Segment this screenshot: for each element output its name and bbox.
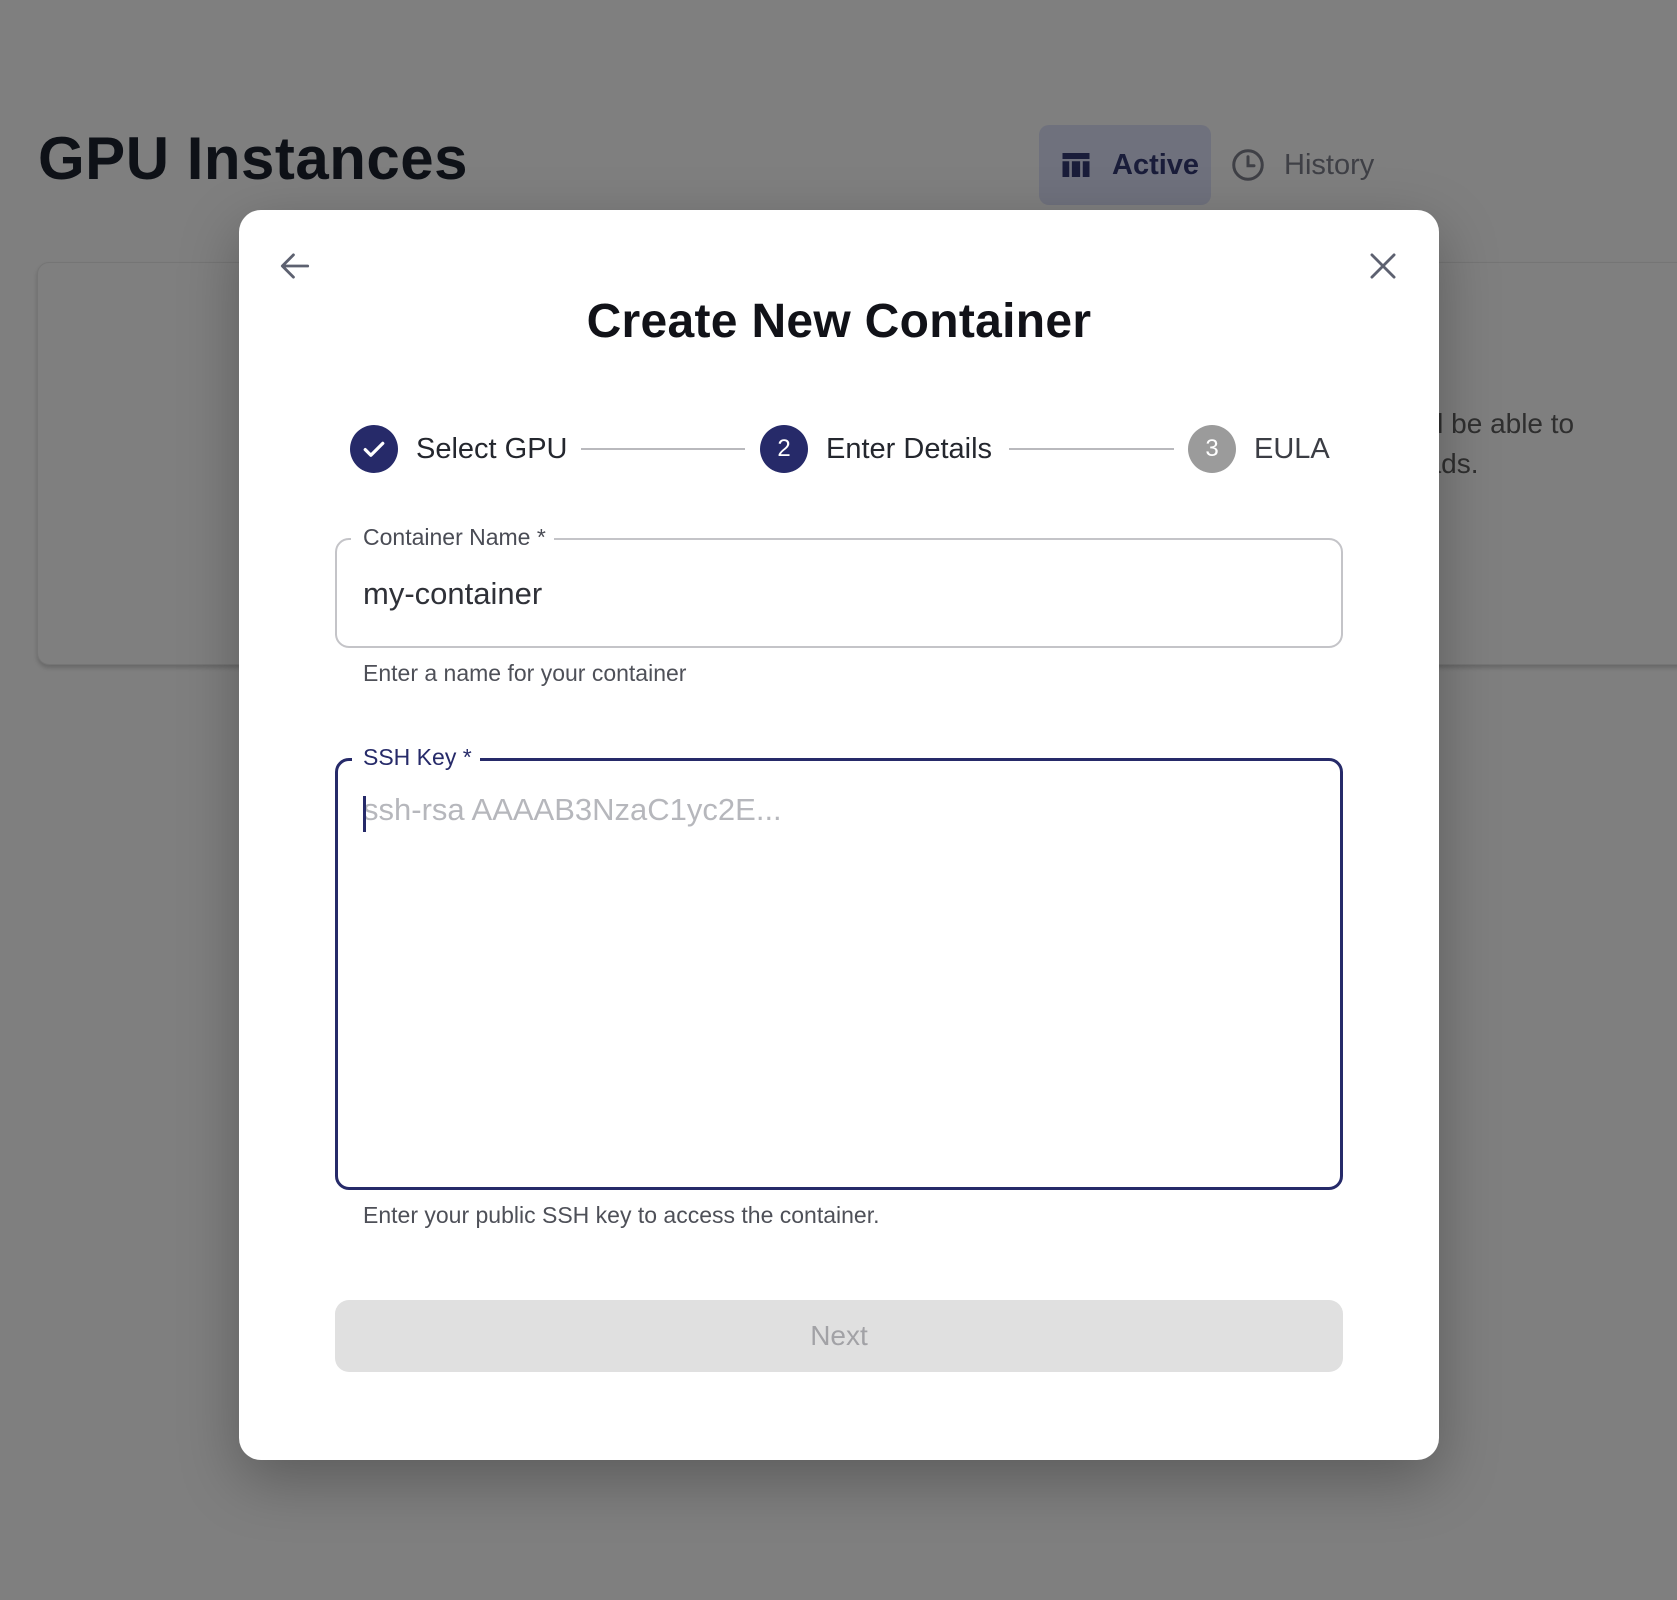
step-label: EULA	[1254, 432, 1330, 465]
step-connector	[581, 448, 745, 450]
create-container-modal: Create New Container Select GPU 2 Enter …	[239, 210, 1439, 1460]
background-card-right	[1400, 262, 1677, 665]
text-cursor	[363, 796, 366, 832]
step-label: Enter Details	[826, 432, 993, 465]
step-select-gpu: Select GPU	[350, 424, 568, 474]
background-card-text-line-2: oads.	[1410, 448, 1479, 479]
background-card-text-line-1: u'll be able to	[1410, 408, 1575, 439]
ssh-key-label: SSH Key *	[363, 744, 480, 771]
ssh-key-helper: Enter your public SSH key to access the …	[363, 1202, 880, 1228]
next-button[interactable]: Next	[335, 1300, 1343, 1372]
clock-icon	[1230, 147, 1266, 183]
background-card-text: u'll be able to oads.	[1410, 404, 1677, 484]
step-enter-details: 2 Enter Details	[760, 424, 992, 474]
arrow-left-icon	[280, 253, 310, 279]
ssh-key-field: SSH Key *	[335, 744, 1343, 1190]
tab-history[interactable]: History	[1226, 125, 1374, 205]
step-connector	[1009, 448, 1174, 450]
step-complete-badge	[350, 425, 398, 473]
ssh-key-input[interactable]	[363, 792, 1313, 1162]
page-title: GPU Instances	[38, 125, 468, 192]
modal-title: Create New Container	[586, 295, 1092, 348]
container-name-input[interactable]	[363, 568, 1303, 620]
step-label: Select GPU	[416, 432, 568, 465]
close-icon	[1370, 253, 1396, 279]
close-button[interactable]	[1359, 242, 1407, 290]
step-number-badge: 3	[1188, 425, 1236, 473]
back-button[interactable]	[271, 242, 319, 290]
tab-active[interactable]: Active	[1039, 125, 1211, 205]
check-icon	[363, 441, 385, 457]
step-eula: 3 EULA	[1188, 424, 1330, 474]
stepper: Select GPU 2 Enter Details 3 EULA	[350, 424, 1350, 474]
container-name-helper: Enter a name for your container	[363, 660, 687, 686]
container-name-field: Container Name *	[335, 524, 1343, 648]
tab-history-label: History	[1284, 148, 1375, 181]
step-number-badge: 2	[760, 425, 808, 473]
tab-active-label: Active	[1112, 148, 1200, 181]
container-name-label: Container Name *	[363, 524, 554, 551]
table-icon	[1058, 147, 1094, 183]
